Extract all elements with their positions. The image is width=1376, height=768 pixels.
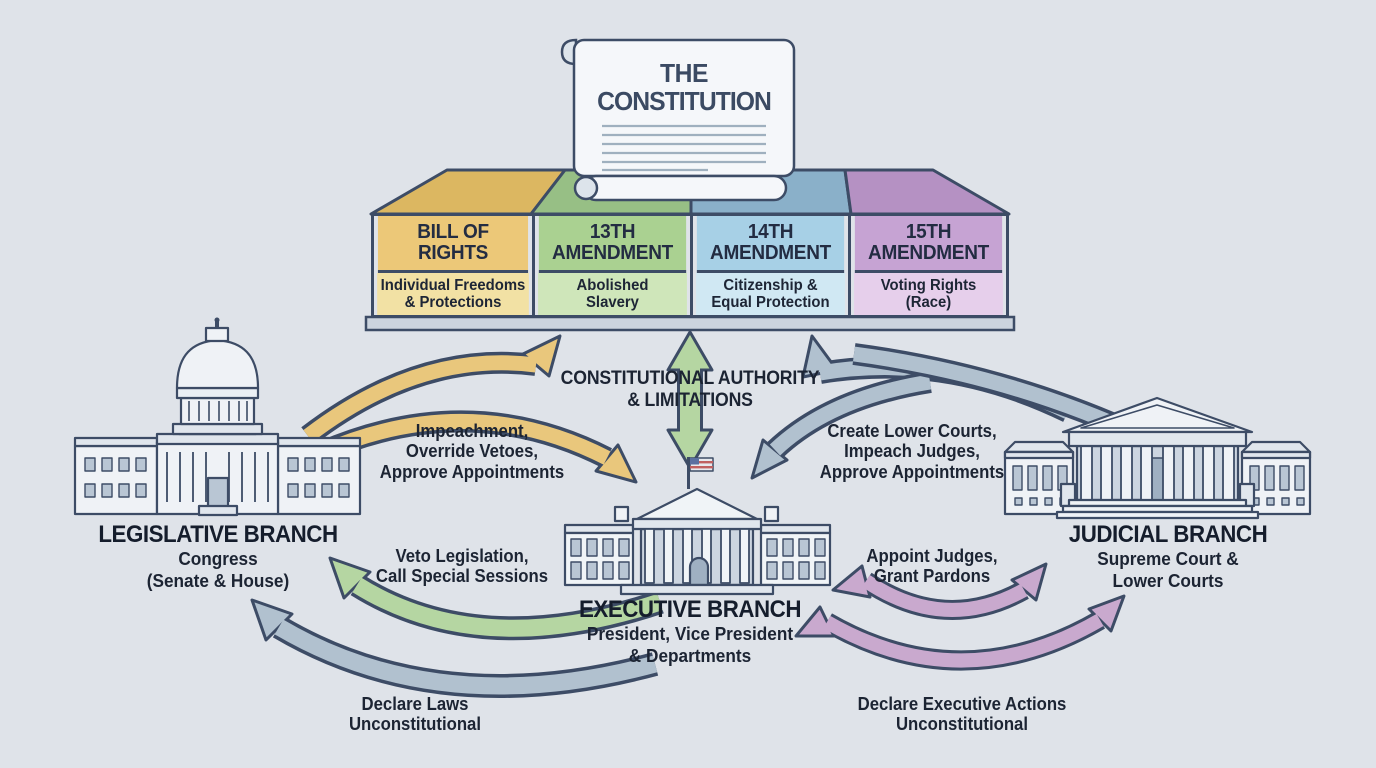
constitution-title: THE CONSTITUTION: [564, 58, 803, 117]
roof-segment-15th: [843, 168, 1011, 216]
check-legislative-over-executive-label: Impeachment, Override Vetoes, Approve Ap…: [379, 421, 565, 482]
check-judicial-over-legislative-label: Declare Laws Unconstitutional: [348, 694, 482, 735]
constitution-title-line2: CONSTITUTION: [597, 86, 772, 117]
arrowhead-icon: [666, 330, 714, 372]
branch-title: JUDICIAL BRANCH: [1068, 521, 1268, 548]
scroll-roll-curl: [573, 175, 599, 201]
branch-subtitle: President, Vice President & Departments: [586, 623, 794, 666]
check-judicial-over-executive-label: Declare Executive Actions Unconstitution…: [857, 694, 1067, 735]
supreme-court-building-icon: [1003, 396, 1312, 520]
flag-pole: [687, 457, 690, 489]
check-executive-judicial-label: Appoint Judges, Grant Pardons: [866, 546, 998, 587]
roof-segment-13th: [529, 168, 693, 216]
amendment-column-15th: 15TH AMENDMENT Voting Rights (Race): [848, 216, 1006, 315]
arrowhead-icon: [594, 443, 638, 484]
amendment-description: Citizenship & Equal Protection: [696, 273, 845, 315]
amendment-column-14th: 14TH AMENDMENT Citizenship & Equal Prote…: [690, 216, 848, 315]
us-flag-icon: [689, 457, 714, 472]
platform-slab: [364, 315, 1016, 332]
legislative-branch-label: LEGISLATIVE BRANCH Congress (Senate & Ho…: [97, 521, 339, 591]
amendment-column-bill-of-rights: BILL OF RIGHTS Individual Freedoms & Pro…: [374, 216, 532, 315]
branch-subtitle: Supreme Court & Lower Courts: [1097, 548, 1239, 591]
branch-title: LEGISLATIVE BRANCH: [98, 521, 338, 548]
amendment-name: 14TH AMENDMENT: [696, 216, 845, 273]
amendment-name: 15TH AMENDMENT: [854, 216, 1003, 273]
amendment-description: Individual Freedoms & Protections: [377, 273, 529, 315]
arrowhead-icon: [250, 598, 294, 642]
executive-branch-label: EXECUTIVE BRANCH President, Vice Preside…: [564, 596, 815, 666]
amendment-column-13th: 13TH AMENDMENT Abolished Slavery: [532, 216, 690, 315]
check-executive-over-legislative-label: Veto Legislation, Call Special Sessions: [375, 546, 549, 587]
check-legislative-over-judicial-label: Create Lower Courts, Impeach Judges, App…: [819, 421, 1005, 482]
arrowhead-icon: [1152, 433, 1194, 472]
amendment-description: Abolished Slavery: [538, 273, 687, 315]
roof-segment-14th: [689, 168, 853, 216]
arrowhead-icon: [750, 438, 789, 480]
scroll-ruled-lines: [602, 124, 766, 172]
capitol-building-icon: [73, 317, 362, 517]
amendment-description: Voting Rights (Race): [854, 273, 1003, 315]
roof-group: [369, 168, 1011, 216]
amendments-table: BILL OF RIGHTS Individual Freedoms & Pro…: [371, 213, 1009, 318]
amendment-name: BILL OF RIGHTS: [377, 216, 529, 273]
arrowhead-icon: [1087, 594, 1126, 633]
branch-subtitle: Congress (Senate & House): [146, 548, 290, 591]
arrow-judicial-executive-lower: [794, 594, 1126, 671]
scroll-bottom-roll: [582, 174, 788, 202]
constitution-title-line1: THE: [660, 58, 708, 88]
arrowhead-icon: [666, 428, 714, 470]
roof-segment-bill-of-rights: [369, 168, 567, 216]
white-house-icon: [563, 457, 832, 596]
arrow-judicial-to-constitution: [801, 334, 1073, 422]
constitutional-authority-label: CONSTITUTIONAL AUTHORITY & LIMITATIONS: [560, 368, 820, 412]
branch-title: EXECUTIVE BRANCH: [578, 596, 801, 623]
judicial-branch-label: JUDICIAL BRANCH Supreme Court & Lower Co…: [1047, 521, 1289, 591]
amendment-name: 13TH AMENDMENT: [538, 216, 687, 273]
